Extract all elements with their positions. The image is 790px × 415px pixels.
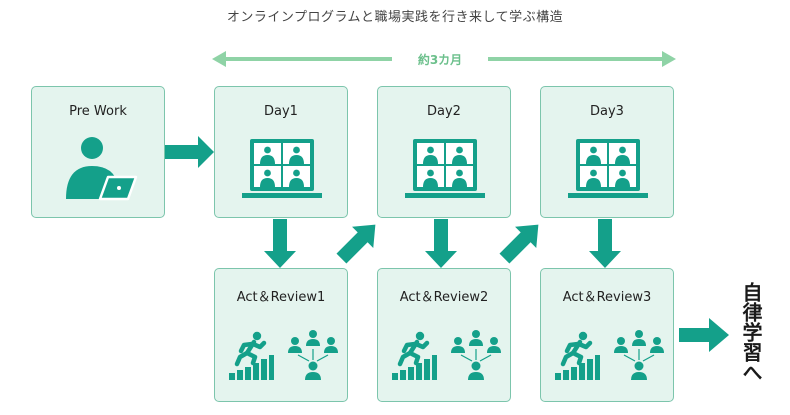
duration-label: 約3カ月 — [400, 51, 480, 68]
act-review1-label: Act＆Review1 — [236, 290, 326, 305]
act-review1-box: Act＆Review1 — [214, 268, 348, 402]
duration-left-arrow — [212, 51, 392, 67]
arrow-ar3-to-outcome — [679, 318, 729, 352]
arrow-day1-to-ar1 — [264, 219, 296, 268]
video-conference-icon — [242, 137, 322, 203]
arrow-ar2-to-day3 — [499, 224, 539, 264]
prework-box: Pre Work — [31, 86, 165, 218]
video-conference-icon — [568, 137, 648, 203]
arrow-day2-to-ar2 — [425, 219, 457, 268]
climbing-stairs-icon — [227, 331, 275, 381]
video-conference-icon — [405, 137, 485, 203]
day1-box: Day1 — [214, 86, 348, 218]
act-review2-box: Act＆Review2 — [377, 268, 511, 402]
outcome-label: 自律学習へ — [739, 282, 763, 382]
day1-label: Day1 — [264, 104, 298, 119]
page-title: オンラインプログラムと職場実践を行き来して学ぶ構造 — [226, 10, 564, 25]
team-network-icon — [287, 329, 339, 381]
act-review3-box: Act＆Review3 — [540, 268, 674, 402]
day3-label: Day3 — [590, 104, 624, 119]
person-laptop-icon — [62, 135, 138, 201]
arrow-prework-to-day1 — [165, 136, 214, 168]
climbing-stairs-icon — [553, 331, 601, 381]
arrow-ar1-to-day2 — [336, 224, 376, 264]
prework-label: Pre Work — [69, 104, 127, 119]
day3-box: Day3 — [540, 86, 674, 218]
act-review2-label: Act＆Review2 — [399, 290, 489, 305]
act-review3-label: Act＆Review3 — [562, 290, 652, 305]
arrow-day3-to-ar3 — [589, 219, 621, 268]
day2-box: Day2 — [377, 86, 511, 218]
team-network-icon — [450, 329, 502, 381]
climbing-stairs-icon — [390, 331, 438, 381]
duration-right-arrow — [488, 51, 676, 67]
team-network-icon — [613, 329, 665, 381]
day2-label: Day2 — [427, 104, 461, 119]
